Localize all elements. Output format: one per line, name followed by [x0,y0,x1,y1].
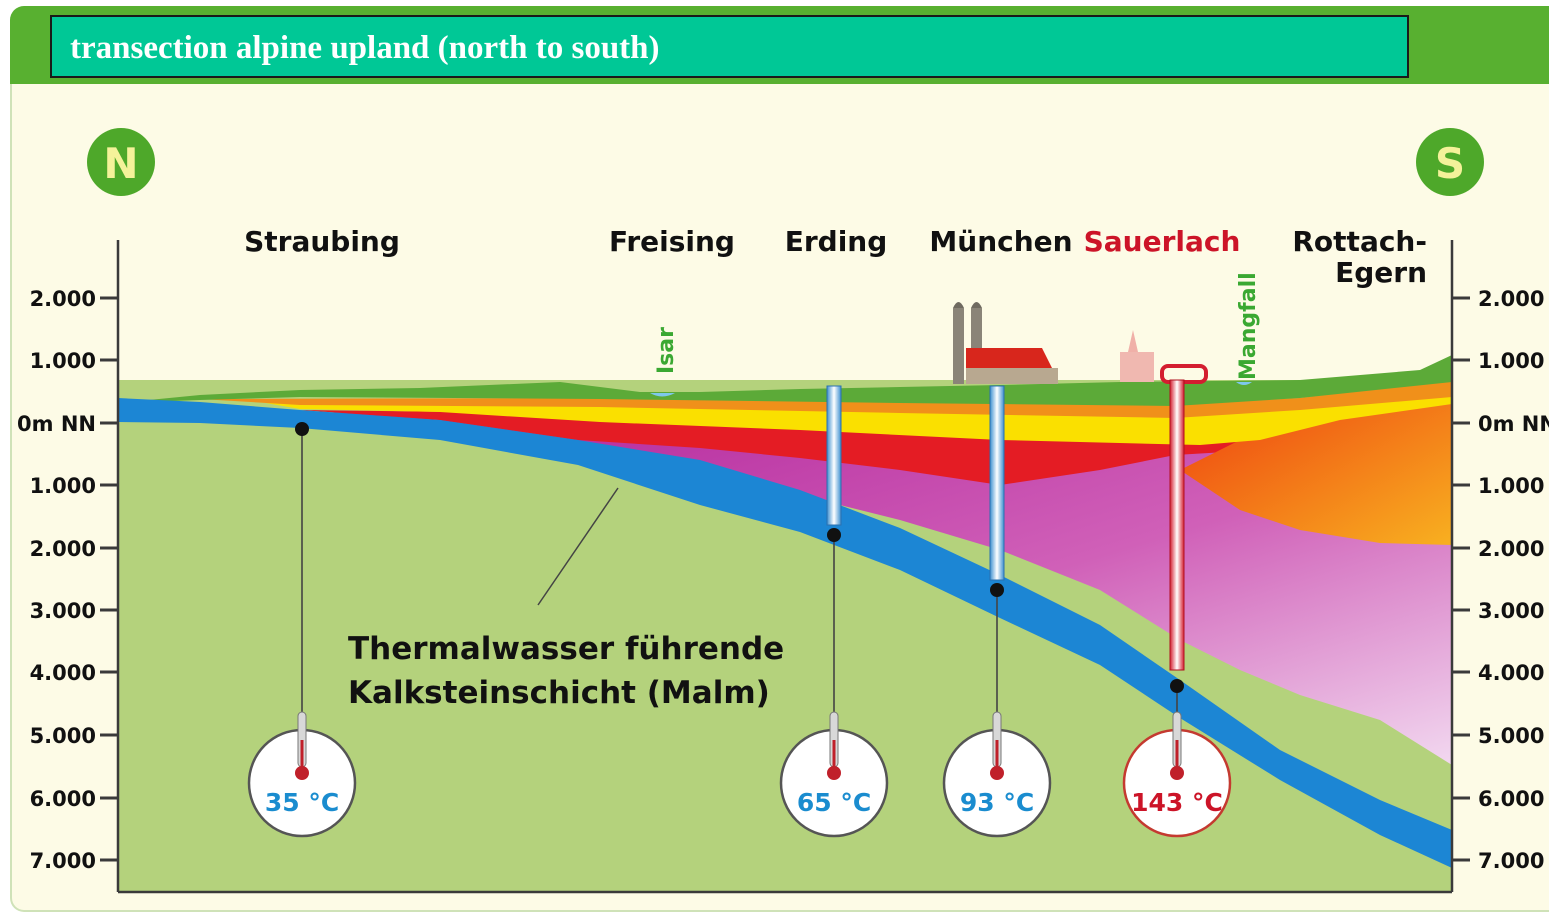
wells: 35 °C 65 °C 93 °C 143 °C [247,379,1232,838]
town-label-erding: Erding [785,225,888,258]
malm-label-line1: Thermalwasser führende [348,631,784,667]
north-letter: N [103,139,138,188]
malm-pointer-line [537,487,619,606]
right-axis-label: 2.000 [1478,537,1544,561]
right-axis-ticks: 2.000 1.000 0m NN 1.000 2.000 3.000 4.000 5.000… [1452,287,1549,873]
sauerlach-church-landmark [1120,330,1208,384]
well-pipe [1169,379,1185,671]
well-sauerlach: 143 °C [1122,379,1232,838]
orange-top-layer [200,380,1452,418]
thermometer-bulb [990,766,1004,780]
town-label-muenchen: München [929,225,1072,258]
well-bottom-dot [990,583,1004,597]
temperature-label: 143 °C [1131,788,1223,817]
malm-label-line2: Kalksteinschicht (Malm) [348,675,770,711]
right-axis-label: 6.000 [1478,787,1544,811]
mangfall-river [1236,382,1252,385]
right-axis-label: 3.000 [1478,599,1544,623]
well-bottom-dot [295,422,309,436]
right-axis-label: 1.000 [1478,474,1544,498]
isar-river [650,393,675,397]
well-mnchen: 93 °C [942,385,1052,838]
left-axis-label: 2.000 [30,287,96,311]
thermometer-mercury [995,740,999,768]
left-axis-label: 0m NN [17,412,96,436]
mangfall-label: Mangfall [1236,272,1261,380]
south-badge: S [1416,128,1484,196]
well-pipe [989,385,1005,581]
north-badge: N [87,128,155,196]
town-label-straubing: Straubing [244,225,400,258]
left-axis-label: 4.000 [30,661,96,685]
thermometer-mercury [1175,740,1179,768]
right-axis-label: 1.000 [1478,349,1544,373]
page-title: transection alpine upland (north to sout… [70,30,660,66]
right-axis-label: 4.000 [1478,661,1544,685]
left-axis-label: 7.000 [30,849,96,873]
yellow-layer [260,394,1452,445]
thermometer-mercury [832,740,836,768]
right-axis-label: 5.000 [1478,724,1544,748]
town-label-sauerlach: Sauerlach [1084,225,1241,258]
thermometer-bulb [295,766,309,780]
left-axis-label: 2.000 [30,537,96,561]
right-axis-label: 0m NN [1478,412,1549,436]
purple-molasse-layer [300,412,1452,765]
left-axis-label: 5.000 [30,724,96,748]
temperature-label: 93 °C [960,788,1034,817]
left-axis-label: 6.000 [30,787,96,811]
well-pipe [826,385,842,526]
orange-red-wedge [1180,395,1452,545]
thermometer-mercury [300,740,304,768]
thermometer-bulb [827,766,841,780]
south-letter: S [1435,139,1465,188]
temperature-label: 35 °C [265,788,339,817]
well-bottom-dot [827,528,841,542]
title-box: transection alpine upland (north to sout… [50,15,1409,78]
town-labels: Straubing Freising Erding München Sauerl… [244,225,1427,289]
right-axis-label: 2.000 [1478,287,1544,311]
town-label-rottach: Rottach- [1292,225,1427,258]
right-axis-label: 7.000 [1478,849,1544,873]
town-label-freising: Freising [609,225,735,258]
left-axis-label: 3.000 [30,599,96,623]
well-straubing: 35 °C [247,422,357,838]
surface-layer [118,355,1452,406]
frauenkirche-landmark [953,302,1058,384]
isar-label: Isar [654,327,679,374]
malm-aquifer-layer [118,398,1452,868]
left-axis-label: 1.000 [30,474,96,498]
well-bottom-dot [1170,679,1184,693]
town-label-egern: Egern [1335,256,1427,289]
temperature-label: 65 °C [797,788,871,817]
thermometer-bulb [1170,766,1184,780]
left-axis-ticks: 2.000 1.000 0m NN 1.000 2.000 3.000 4.000 5.000… [17,287,118,873]
left-axis-label: 1.000 [30,349,96,373]
well-erding: 65 °C [779,385,889,838]
